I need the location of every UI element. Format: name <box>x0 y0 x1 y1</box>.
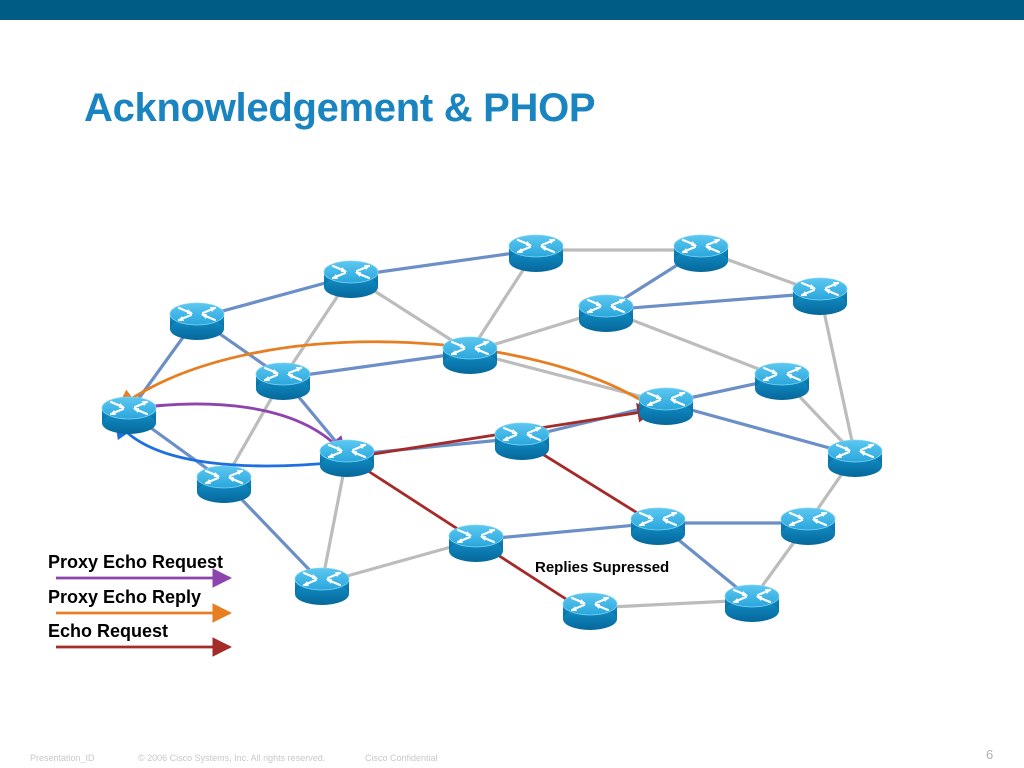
link <box>818 292 857 456</box>
slide-title: Acknowledgement & PHOP <box>84 86 596 130</box>
footer-presentation-id: Presentation_ID <box>30 753 95 763</box>
router-icon <box>673 234 729 272</box>
router-icon <box>442 336 498 374</box>
link <box>475 521 659 542</box>
router-icon <box>792 277 848 315</box>
link <box>605 291 821 312</box>
legend-echo-request: Echo Request <box>48 621 169 641</box>
router-icon <box>494 422 550 460</box>
link <box>350 248 537 278</box>
top-banner <box>0 0 1024 20</box>
link <box>665 401 856 457</box>
legend-arrows <box>56 568 232 657</box>
routers <box>101 234 883 630</box>
router-icon <box>323 260 379 298</box>
router-icon <box>169 302 225 340</box>
router-icon <box>448 524 504 562</box>
legend-proxy-echo-request: Proxy Echo Request <box>48 552 224 572</box>
proxy-echo-reply-flow <box>116 340 654 410</box>
router-icon <box>508 234 564 272</box>
router-icon <box>196 465 252 503</box>
link <box>282 350 471 380</box>
router-icon <box>724 584 780 622</box>
router-icon <box>294 567 350 605</box>
router-icon <box>827 439 883 477</box>
echo-reply-return-flow <box>114 418 341 468</box>
router-icon <box>562 592 618 630</box>
router-icon <box>255 362 311 400</box>
router-icon <box>780 507 836 545</box>
page-number: 6 <box>986 747 994 762</box>
link <box>469 350 667 405</box>
footer-confidential: Cisco Confidential <box>365 753 438 763</box>
replies-suppressed-note: Replies Supressed <box>535 559 670 576</box>
footer-copyright: © 2006 Cisco Systems, Inc. All rights re… <box>138 753 326 763</box>
router-icon <box>638 387 694 425</box>
router-icon <box>101 396 157 434</box>
link <box>605 308 783 380</box>
router-icon <box>754 362 810 400</box>
link <box>346 436 523 457</box>
router-icon <box>578 294 634 332</box>
legend-proxy-echo-reply: Proxy Echo Reply <box>48 587 202 607</box>
router-icon <box>630 507 686 545</box>
router-icon <box>319 439 375 477</box>
